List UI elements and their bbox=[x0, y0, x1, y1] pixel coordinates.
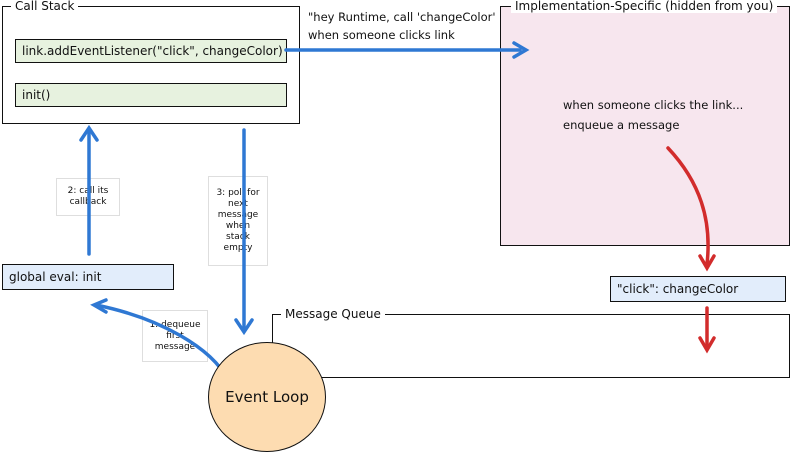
global-eval-label: global eval: init bbox=[9, 270, 102, 284]
message-label: "click": changeColor bbox=[617, 282, 739, 296]
stack-frame-add-event-listener: link.addEventListener("click", changeCol… bbox=[15, 39, 287, 63]
note-dequeue-first-message: 1: dequeue first message bbox=[142, 310, 208, 362]
arrow-poll bbox=[234, 128, 254, 336]
stack-frame-init: init() bbox=[15, 83, 287, 107]
implementation-panel: Implementation-Specific (hidden from you… bbox=[500, 0, 790, 246]
arrow-call-callback bbox=[79, 124, 99, 256]
event-loop-label: Event Loop bbox=[225, 388, 309, 406]
runtime-call-text: "hey Runtime, call 'changeColor' when so… bbox=[308, 10, 496, 42]
arrow-to-queue bbox=[698, 306, 716, 354]
global-eval-box: global eval: init bbox=[2, 264, 174, 290]
implementation-text: when someone clicks the link... enqueue … bbox=[563, 98, 744, 132]
arrow-dequeue bbox=[90, 298, 230, 382]
call-stack-panel: Call Stack link.addEventListener("click"… bbox=[2, 0, 300, 124]
event-loop: Event Loop bbox=[208, 342, 326, 452]
implementation-title: Implementation-Specific (hidden from you… bbox=[511, 0, 778, 13]
stack-frame-label: link.addEventListener("click", changeCol… bbox=[22, 44, 283, 58]
message-queue-title: Message Queue bbox=[281, 307, 385, 321]
arrow-runtime-call bbox=[284, 41, 530, 59]
stack-frame-label: init() bbox=[22, 88, 51, 102]
note-poll-next-message: 3: poll for next message when stack empt… bbox=[208, 176, 268, 266]
message-box: "click": changeColor bbox=[610, 276, 786, 302]
message-queue-panel: Message Queue bbox=[272, 307, 790, 378]
arrow-enqueue bbox=[666, 146, 716, 272]
call-stack-title: Call Stack bbox=[11, 0, 79, 13]
